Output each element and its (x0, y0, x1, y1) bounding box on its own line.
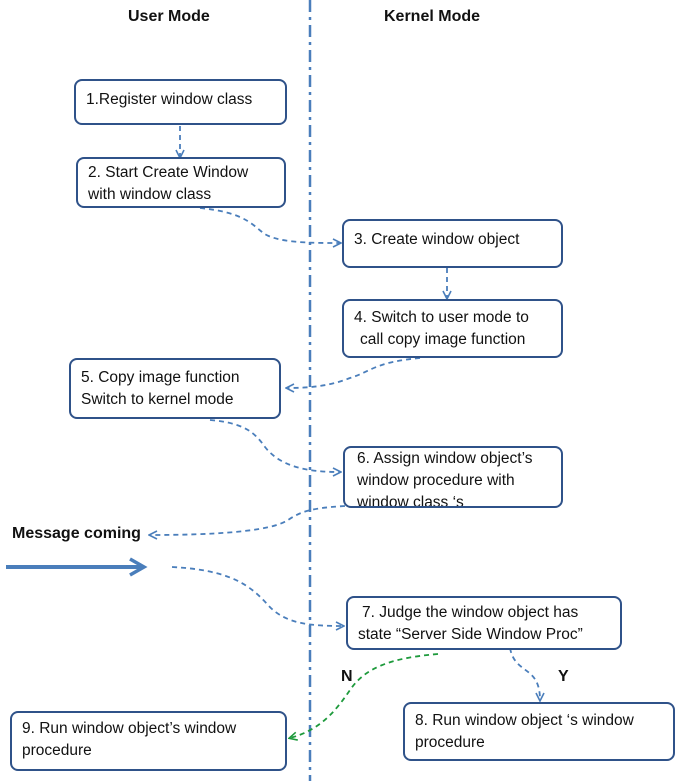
arrow-5-to-6 (209, 419, 340, 472)
branch-yes-label: Y (558, 668, 569, 685)
branch-no-label: N (341, 668, 353, 685)
step-9-line: 9. Run window object’s window (22, 720, 237, 737)
step-7-judge-window-object-state: 7. Judge the window object has state “Se… (346, 596, 622, 650)
step-2-line: with window class (88, 186, 212, 203)
arrow-7-to-9-no (290, 653, 439, 738)
step-2-line: 2. Start Create Window (88, 164, 249, 181)
step-1-line: 1.Register window class (86, 91, 253, 108)
step-4-switch-to-user-mode: 4. Switch to user mode to call copy imag… (342, 299, 563, 358)
arrow-6-to-message (150, 505, 346, 535)
step-3-line: 3. Create window object (354, 231, 520, 248)
step-6-line: window class ‘s (357, 494, 464, 508)
step-8-run-window-object-procedure: 8. Run window object ‘s window procedure (403, 702, 675, 761)
step-6-line: 6. Assign window object’s (357, 450, 533, 467)
message-coming-label: Message coming (12, 525, 141, 542)
kernel-mode-header: Kernel Mode (384, 8, 481, 25)
step-9-line: procedure (22, 742, 92, 759)
step-5-line: 5. Copy image function (81, 369, 240, 386)
step-5-line: Switch to kernel mode (81, 391, 234, 408)
step-3-create-window-object: 3. Create window object (342, 219, 563, 268)
step-5-copy-image-function: 5. Copy image function Switch to kernel … (69, 358, 281, 419)
arrow-2-to-3 (199, 207, 340, 243)
step-8-line: procedure (415, 734, 485, 751)
step-7-line: state “Server Side Window Proc” (358, 626, 583, 643)
step-6-assign-window-procedure: 6. Assign window object’s window procedu… (343, 446, 563, 508)
arrow-message-to-7 (171, 566, 343, 626)
step-4-line: call copy image function (360, 331, 526, 348)
step-4-line: 4. Switch to user mode to (354, 309, 529, 326)
step-2-start-create-window: 2. Start Create Window with window class (76, 157, 286, 208)
step-7-line: 7. Judge the window object has (362, 604, 579, 621)
arrow-4-to-5 (287, 357, 421, 388)
step-8-line: 8. Run window object ‘s window (415, 712, 634, 729)
arrow-7-to-8-yes (509, 647, 540, 700)
step-9-run-window-object-procedure: 9. Run window object’s window procedure (10, 711, 287, 771)
step-6-line: window procedure with (357, 472, 515, 489)
step-1-register-window-class: 1.Register window class (74, 79, 287, 125)
user-mode-header: User Mode (128, 8, 210, 25)
